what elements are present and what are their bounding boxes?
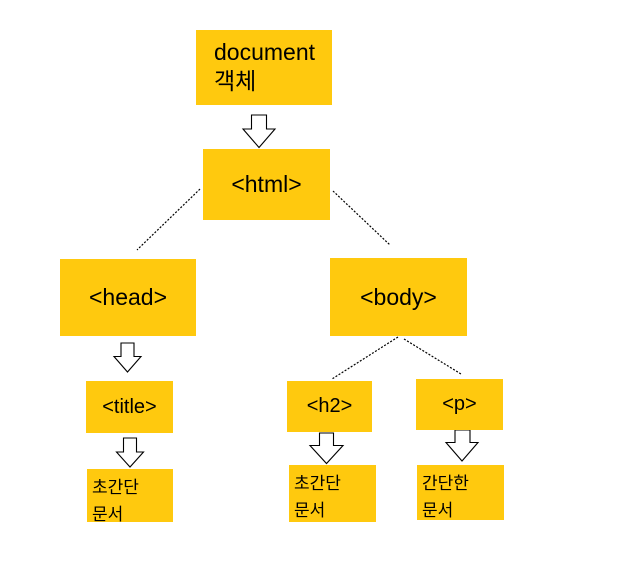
- node-p: <p>: [416, 379, 503, 430]
- node-html-label: <html>: [231, 171, 302, 197]
- node-title-tag-label: <title>: [102, 395, 157, 418]
- node-h2: <h2>: [287, 381, 372, 432]
- connector-body-to-p: [403, 338, 462, 375]
- node-h2-text: 초간단 문서: [289, 465, 376, 522]
- node-title-text: 초간단 문서: [87, 469, 173, 524]
- node-document-label-line2: 객체: [214, 68, 257, 94]
- node-p-text-line1: 간단한: [422, 474, 469, 493]
- down-arrow-icon-title-to-text: [115, 437, 145, 468]
- node-h2-text-line2: 문서: [294, 501, 326, 520]
- down-arrow-icon-h2-to-text: [308, 432, 345, 465]
- node-title-tag: <title>: [86, 381, 173, 433]
- node-body: <body>: [330, 258, 467, 336]
- node-p-text: 간단한 문서: [417, 465, 504, 520]
- down-arrow-icon-head-to-title: [112, 342, 143, 373]
- node-document: document 객체: [196, 30, 332, 105]
- node-html: <html>: [203, 149, 330, 220]
- node-head: <head>: [60, 259, 196, 336]
- node-p-label: <p>: [442, 393, 477, 415]
- connector-html-to-body: [332, 190, 391, 246]
- node-h2-text-line1: 초간단: [294, 474, 341, 493]
- down-arrow-icon-p-to-text: [444, 429, 480, 462]
- connector-html-to-head: [136, 188, 201, 251]
- node-title-text-line2: 문서: [92, 505, 124, 524]
- node-p-text-line2: 문서: [422, 501, 454, 520]
- node-head-label: <head>: [88, 284, 168, 310]
- down-arrow-icon-document-to-html: [241, 114, 277, 149]
- connector-body-to-h2: [331, 336, 399, 380]
- node-title-text-line1: 초간단: [92, 478, 139, 497]
- node-body-label: <body>: [360, 283, 437, 310]
- node-document-label-line1: document: [214, 39, 316, 65]
- node-h2-label: <h2>: [306, 395, 353, 417]
